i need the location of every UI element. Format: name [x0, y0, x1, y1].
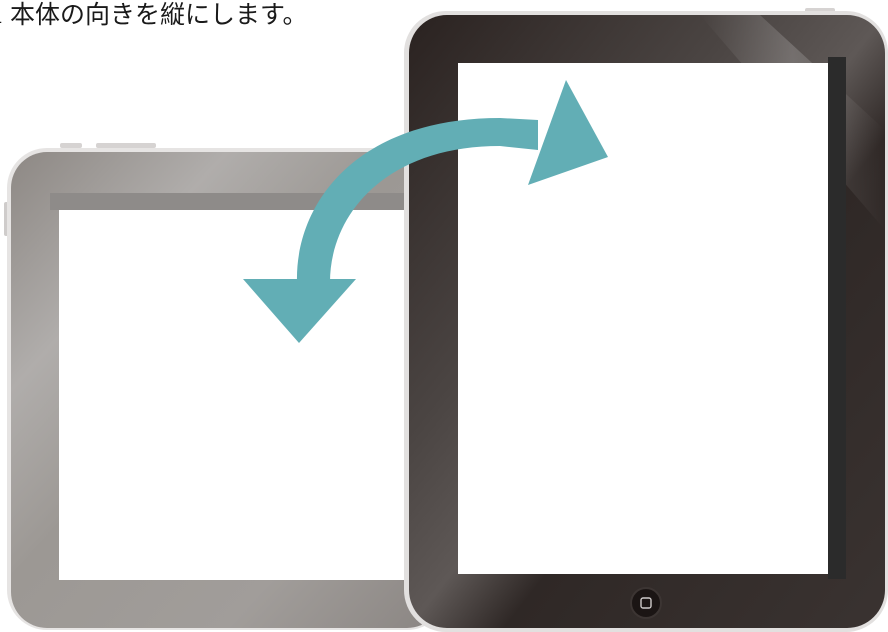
square-home-icon: [630, 587, 662, 619]
landscape-screen: [59, 210, 419, 580]
landscape-tablet: [4, 143, 447, 630]
portrait-screen: [458, 63, 828, 574]
instruction-caption: d 本体の向きを縦にします。: [0, 0, 308, 29]
portrait-screen-side-shade: [828, 57, 846, 579]
double-headed-curved-arrow-icon: [243, 80, 608, 343]
landscape-screen-top-shade: [50, 193, 430, 210]
portrait-tablet: [404, 8, 888, 632]
volume-button: [96, 143, 156, 148]
top-button: [60, 143, 82, 148]
